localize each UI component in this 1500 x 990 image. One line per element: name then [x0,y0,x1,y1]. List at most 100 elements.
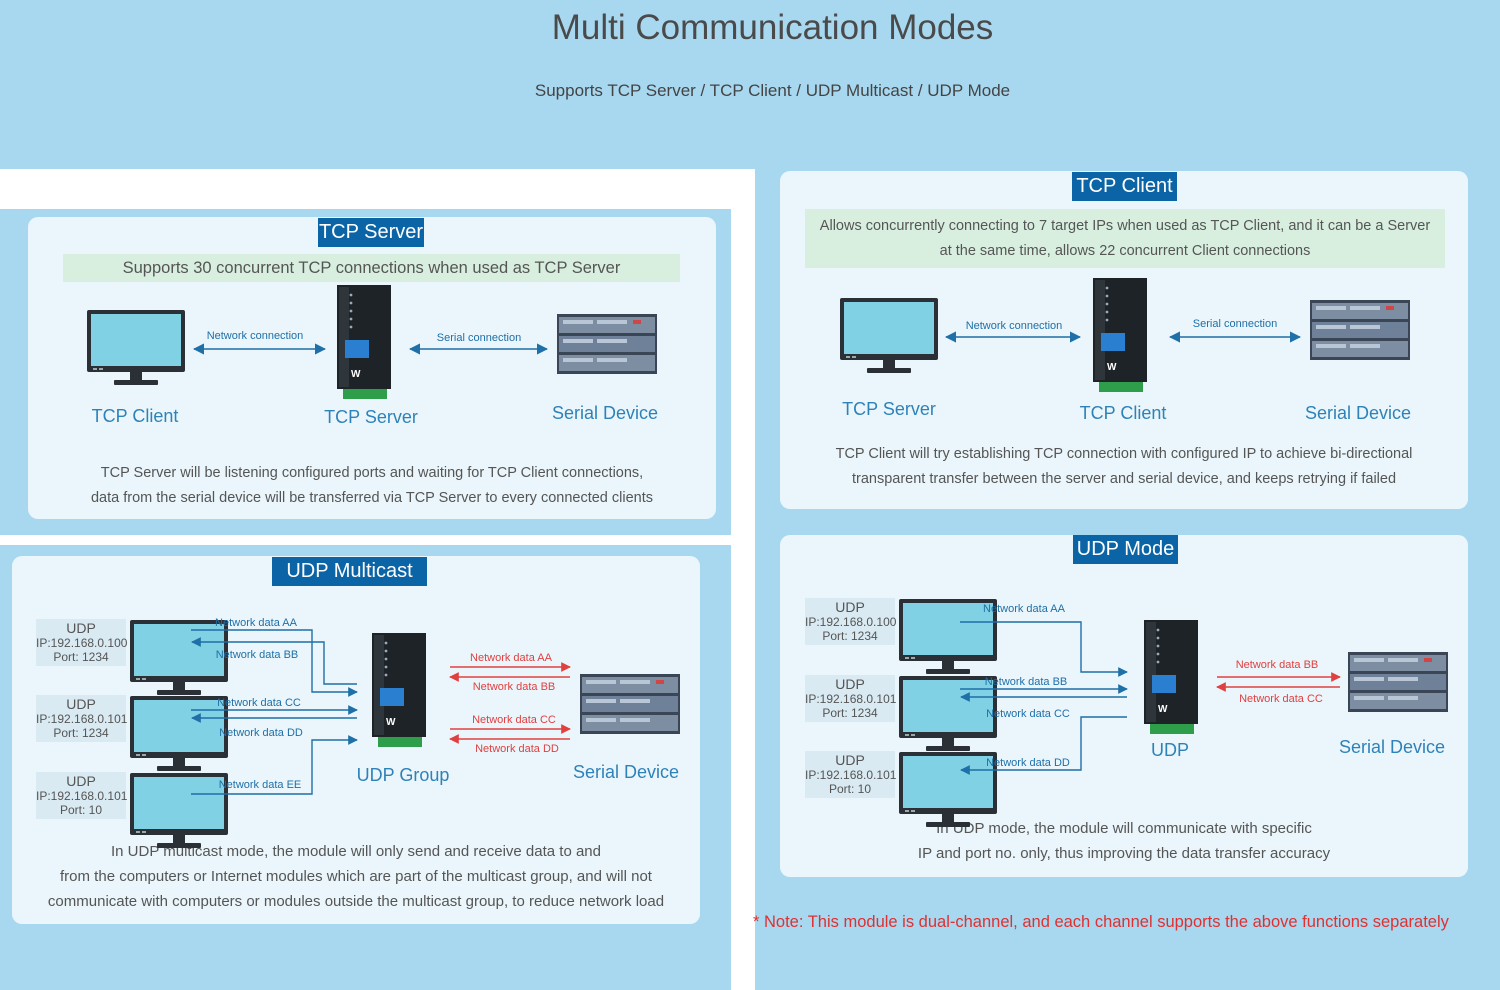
tcp-client-right-label: Serial Device [1304,403,1412,423]
tcp-server-desc-line1: TCP Server will be listening configured … [100,465,644,481]
udp-mode-host-3: UDP IP:192.168.0.101 Port: 10 [805,751,897,798]
udp-multicast-host-1: UDP IP:192.168.0.100 Port: 1234 [36,619,128,666]
tcp-client-banner-line1: Allows concurrently connecting to 7 targ… [819,218,1431,234]
udp-multicast-badge: UDP Multicast [272,557,427,586]
udp-multicast-host-2: UDP IP:192.168.0.101 Port: 1234 [36,695,128,742]
host-title: UDP [66,620,96,636]
tcp-server-monitor-icon [840,298,938,373]
tcp-server-desc-line2: data from the serial device will be tran… [90,490,653,506]
tcp-client-monitor-icon [87,310,185,385]
host-title: UDP [66,696,96,712]
udp-multicast-desc-line2: from the computers or Internet modules w… [60,868,652,885]
serial-server-module-icon [337,285,391,399]
udp-mode-description: In UDP mode, the module will communicate… [780,816,1468,866]
udp-mode-desc-line2: IP and port no. only, thus improving the… [917,845,1331,862]
udp-multicast-net-cc: Network data CC [217,697,301,709]
tcp-server-banner: Supports 30 concurrent TCP connections w… [63,254,680,282]
udp-multicast-desc-line1: In UDP multicast mode, the module will o… [111,843,601,860]
tcp-client-banner: Allows concurrently connecting to 7 targ… [805,209,1445,268]
udp-host-monitor-icon [130,620,228,695]
tcp-client-left-label: TCP Server [842,399,936,419]
udp-mode-net-cc: Network data CC [986,708,1070,720]
udp-mode-badge: UDP Mode [1073,535,1178,564]
host-port: Port: 1234 [822,706,878,720]
udp-multicast-arrow-bb [191,637,357,685]
serial-device-server-icon [1348,652,1448,712]
serial-server-module-icon [1144,620,1198,734]
serial-server-module-icon [1093,278,1147,392]
udp-multicast-net-ee: Network data EE [219,779,302,791]
udp-multicast-arrow-aa [191,629,358,697]
right-panel-frame [749,169,755,990]
udp-mode-serial-label-bb: Network data BB [1236,659,1319,671]
tcp-server-link-right: Serial connection [437,332,521,344]
host-port: Port: 10 [59,803,103,817]
udp-multicast-description: In UDP multicast mode, the module will o… [12,839,700,914]
host-port: Port: 1234 [53,726,109,740]
page-subtitle: Supports TCP Server / TCP Client / UDP M… [534,81,1011,100]
udp-multicast-right-label: Serial Device [572,762,680,782]
host-port: Port: 1234 [53,650,109,664]
host-title: UDP [835,599,865,615]
serial-device-server-icon [557,314,657,374]
udp-mode-center-label: UDP [1150,740,1189,760]
udp-multicast-host-3: UDP IP:192.168.0.101 Port: 10 [36,772,128,819]
host-ip: IP:192.168.0.101 [36,789,128,803]
host-ip: IP:192.168.0.101 [805,692,897,706]
udp-mode-arrow-dd [960,716,1127,775]
host-ip: IP:192.168.0.100 [805,615,897,629]
udp-host-monitor-icon [899,676,997,751]
udp-host-monitor-icon [130,696,228,771]
host-port: Port: 10 [828,782,872,796]
udp-multicast-desc-line3: communicate with computers or modules ou… [47,893,665,910]
udp-host-monitor-icon [899,752,997,827]
udp-multicast-net-aa: Network data AA [215,617,298,629]
udp-multicast-serial-label-aa: Network data AA [470,652,553,664]
tcp-server-center-label: TCP Server [324,407,418,427]
host-ip: IP:192.168.0.101 [36,712,128,726]
udp-mode-net-bb: Network data BB [985,676,1068,688]
tcp-client-center-label: TCP Client [1079,403,1167,423]
host-port: Port: 1234 [822,629,878,643]
udp-multicast-center-label: UDP Group [356,765,450,785]
udp-mode-arrow-aa [960,621,1128,677]
udp-multicast-net-bb: Network data BB [216,649,299,661]
host-ip: IP:192.168.0.101 [805,768,897,782]
tcp-client-link-right: Serial connection [1193,318,1277,330]
tcp-client-banner-line2: at the same time, allows 22 concurrent C… [939,243,1311,259]
udp-mode-host-2: UDP IP:192.168.0.101 Port: 1234 [805,675,897,722]
serial-device-server-icon [1310,300,1410,360]
serial-server-module-icon [372,633,426,747]
host-title: UDP [835,676,865,692]
tcp-server-badge: TCP Server [318,218,424,247]
udp-mode-net-aa: Network data AA [983,603,1066,615]
tcp-client-desc-line2: transparent transfer between the server … [851,471,1397,487]
tcp-client-desc-line1: TCP Client will try establishing TCP con… [835,446,1413,462]
left-panel-divider [0,535,731,545]
tcp-server-right-label: Serial Device [551,403,659,423]
udp-mode-serial-label-cc: Network data CC [1239,693,1323,705]
tcp-client-link-left: Network connection [966,320,1063,332]
page-title: Multi Communication Modes [551,8,994,47]
udp-mode-host-1: UDP IP:192.168.0.100 Port: 1234 [805,598,897,645]
udp-host-monitor-icon [130,773,228,848]
udp-mode-desc-line1: In UDP mode, the module will communicate… [936,820,1312,837]
tcp-server-description: TCP Server will be listening configured … [28,461,716,511]
udp-multicast-serial-label-cc: Network data CC [472,714,556,726]
tcp-client-badge: TCP Client [1072,172,1177,201]
udp-multicast-serial-label-bb: Network data BB [473,681,556,693]
udp-multicast-net-dd: Network data DD [219,727,303,739]
serial-device-server-icon [580,674,680,734]
dual-channel-note: * Note: This module is dual-channel, and… [753,913,1449,931]
udp-multicast-serial-label-dd: Network data DD [475,743,559,755]
host-title: UDP [835,752,865,768]
udp-multicast-arrow-ee [191,735,358,795]
tcp-server-left-label: TCP Client [91,406,179,426]
udp-mode-net-dd: Network data DD [986,757,1070,769]
tcp-client-description: TCP Client will try establishing TCP con… [780,442,1468,492]
tcp-server-link-left: Network connection [207,330,304,342]
udp-mode-right-label: Serial Device [1338,737,1446,757]
host-ip: IP:192.168.0.100 [36,636,128,650]
host-title: UDP [66,773,96,789]
